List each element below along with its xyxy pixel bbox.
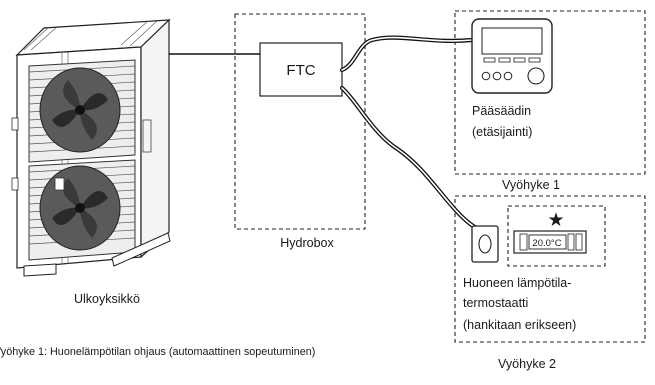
lower-fan-grille (28, 159, 136, 261)
hydrobox-label: Hydrobox (280, 236, 334, 250)
star-icon: ★ (547, 210, 564, 231)
zone2-label: Vyöhyke 2 (498, 357, 556, 371)
main-controller-label: Pääsäädin (472, 104, 531, 118)
zone1-boundary (454, 10, 646, 175)
footnote: Vyöhyke 1: Huonelämpötilan ohjaus (autom… (0, 346, 315, 358)
main-controller-sublabel: (etäsijainti) (472, 125, 532, 139)
thermostat-label-line2: termostaatti (463, 296, 528, 310)
connection-cables (169, 35, 483, 233)
zone2-boundary (454, 195, 646, 343)
thermostat-icon (513, 230, 587, 254)
hydrobox-boundary (234, 13, 366, 230)
sensor-icon (471, 225, 499, 263)
thermostat-frame (507, 205, 606, 267)
controller-icon (471, 18, 553, 94)
outdoor-unit-icon (11, 18, 171, 277)
zone1-label: Vyöhyke 1 (502, 178, 560, 192)
outdoor-unit-label: Ulkoyksikkö (74, 292, 140, 306)
thermostat-label-line3: (hankitaan erikseen) (463, 318, 576, 332)
upper-fan-grille (28, 59, 136, 163)
ftc-label: FTC (286, 62, 315, 79)
thermostat-display: 20.0°C (532, 238, 561, 249)
thermostat-label-line1: Huoneen lämpötila- (463, 276, 571, 290)
